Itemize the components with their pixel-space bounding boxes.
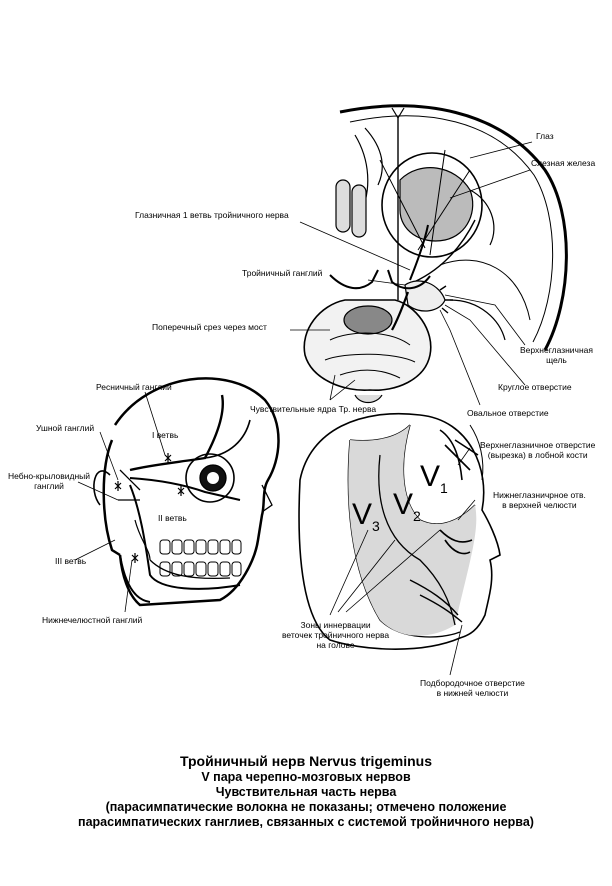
label-branch-2: II ветвь xyxy=(158,513,187,523)
label-ciliary-ganglion: Ресничный ганглий xyxy=(96,382,172,392)
label-superior-orbital-fissure: Верхнеглазничная щель xyxy=(520,345,593,365)
label-supraorbital-notch: Верхнеглазничное отверстие (вырезка) в л… xyxy=(480,440,596,460)
label-pons-section: Поперечный срез через мост xyxy=(152,322,267,332)
caption-line-5: парасимпатических ганглиев, связанных с … xyxy=(78,815,534,829)
label-innervation-zones: Зоны иннервации веточек тройничного нерв… xyxy=(282,620,390,650)
label-mental-foramen: Подбородочное отверстие в нижней челюсти xyxy=(420,678,525,698)
label-trigeminal-ganglion: Тройничный ганглий xyxy=(242,268,323,278)
caption-line-3: Чувствительная часть нерва xyxy=(215,785,397,799)
caption-line-2: V пара черепно-мозговых нервов xyxy=(201,770,411,784)
leader-lines xyxy=(74,141,533,676)
label-ophthalmic-branch: Глазничная 1 ветвь тройничного нерва xyxy=(135,210,289,220)
label-oval-foramen: Овальное отверстие xyxy=(467,408,549,418)
caption-line-4: (парасимпатические волокна не показаны; … xyxy=(105,800,507,814)
label-eye: Глаз xyxy=(536,131,554,141)
zone-v3-marker: V3 xyxy=(352,498,380,535)
zone-v1-marker: V1 xyxy=(420,460,448,497)
label-sensory-nuclei: Чувствительные ядра Тр. нерва xyxy=(250,404,377,414)
label-lacrimal-gland: Слезная железа xyxy=(531,158,596,168)
label-otic-ganglion: Ушной ганглий xyxy=(36,423,95,433)
caption-title: Тройничный нерв Nervus trigeminus xyxy=(179,753,433,769)
label-infraorbital-foramen: Нижнеглазничрное отв. в верхней челюсти xyxy=(493,490,586,510)
figure-caption: Тройничный нерв Nervus trigeminus V пара… xyxy=(0,752,612,830)
skull-branches-illustration xyxy=(93,377,280,607)
label-round-foramen: Круглое отверстие xyxy=(498,382,572,392)
label-pterygopalatine-ganglion: Небно-крыловидный ганглий xyxy=(8,471,91,491)
cranial-section-illustration xyxy=(303,104,568,404)
zone-v2-marker: V2 xyxy=(393,488,421,525)
label-branch-1: I ветвь xyxy=(152,430,179,440)
label-submandibular-ganglion: Нижнечелюстной ганглий xyxy=(42,615,143,625)
label-branch-3: III ветвь xyxy=(55,556,87,566)
head-zones-illustration xyxy=(298,413,501,650)
